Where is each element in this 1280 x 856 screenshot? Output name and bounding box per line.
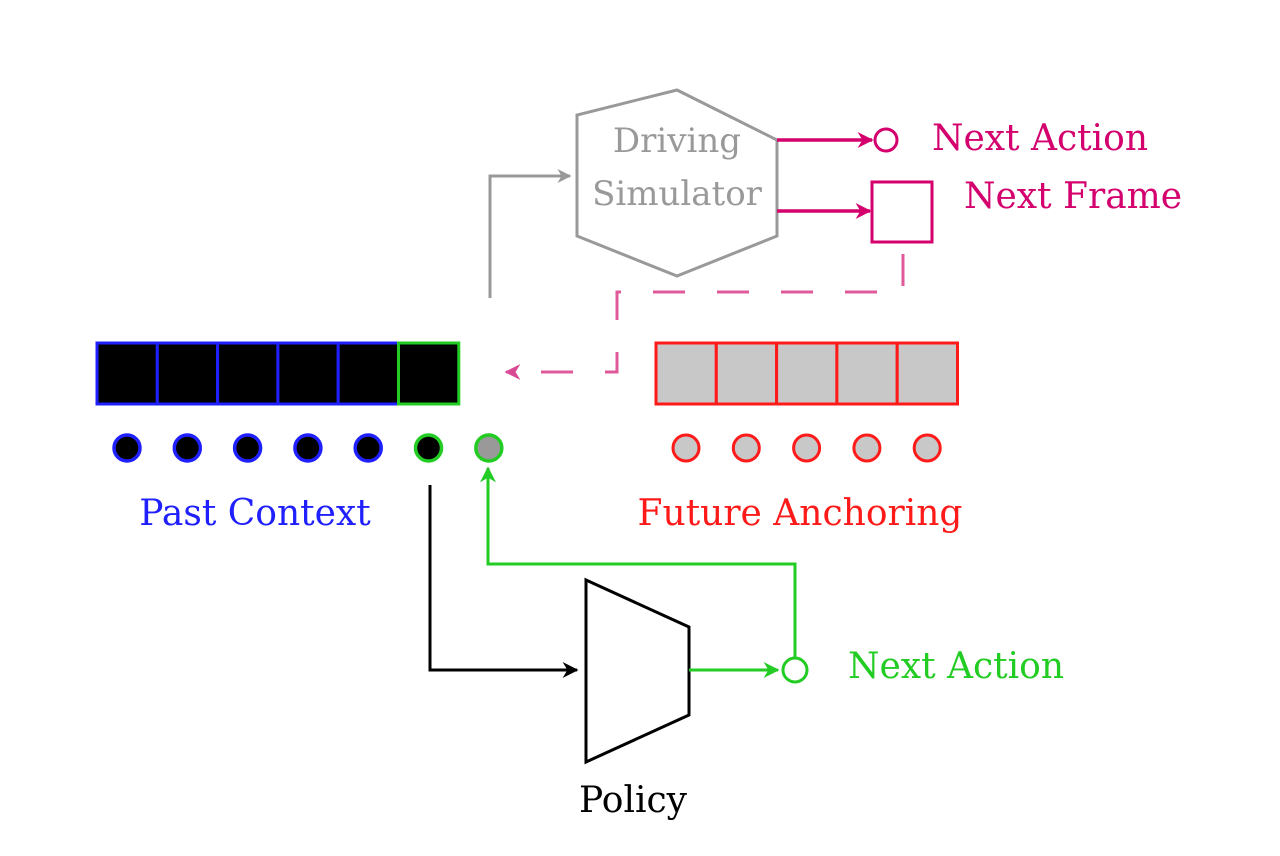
past-frame: [216, 341, 280, 406]
past-action-token: [172, 433, 203, 463]
policy-trapezoid-shape: [584, 577, 691, 765]
policy-next-action-label: Next Action: [848, 646, 1064, 687]
past-frame: [155, 341, 220, 406]
future-frame: [835, 341, 899, 406]
past-frame: [95, 341, 159, 406]
past-frame: [276, 341, 340, 406]
past-action-token: [353, 433, 383, 463]
sim-next-frame-node: [870, 180, 934, 244]
past-action-token: [293, 433, 323, 463]
past-action-token: [112, 433, 142, 463]
current-action-token: [413, 433, 444, 463]
future-anchoring-label: Future Anchoring: [638, 493, 963, 534]
sim-next-action-label: Next Action: [932, 118, 1148, 159]
past-context-frames: [95, 341, 461, 406]
future-anchoring-tokens: [671, 433, 942, 463]
past-action-token: [232, 433, 263, 463]
predicted-action-token: [474, 433, 504, 463]
policy-next-action-node: [781, 656, 809, 684]
future-action-token: [671, 433, 701, 463]
past-frame: [336, 341, 401, 406]
past-context-label: Past Context: [139, 493, 371, 534]
driving-simulator-node: Driving Simulator: [575, 88, 779, 278]
simulator-label-line1: Driving: [613, 121, 741, 161]
action-feedback-arrow: [480, 466, 797, 658]
future-anchoring-frames: [654, 341, 960, 406]
simulator-input-arrow: [488, 169, 572, 298]
future-action-token: [852, 433, 882, 463]
future-frame: [775, 341, 839, 406]
future-frame: [895, 341, 960, 406]
context-to-policy-arrow: [428, 485, 579, 678]
future-action-token: [912, 433, 942, 463]
past-context-tokens: [112, 433, 504, 463]
policy-label: Policy: [579, 780, 688, 821]
future-action-token: [792, 433, 822, 463]
sim-next-frame-label: Next Frame: [964, 176, 1182, 217]
next-frame-feedback-dashed-arrow: [504, 254, 905, 380]
future-frame: [714, 341, 779, 406]
future-frame: [654, 341, 718, 406]
simulator-label-line2: Simulator: [592, 174, 763, 214]
future-action-token: [731, 433, 761, 463]
current-frame: [397, 341, 461, 406]
sim-next-action-node: [873, 127, 899, 153]
